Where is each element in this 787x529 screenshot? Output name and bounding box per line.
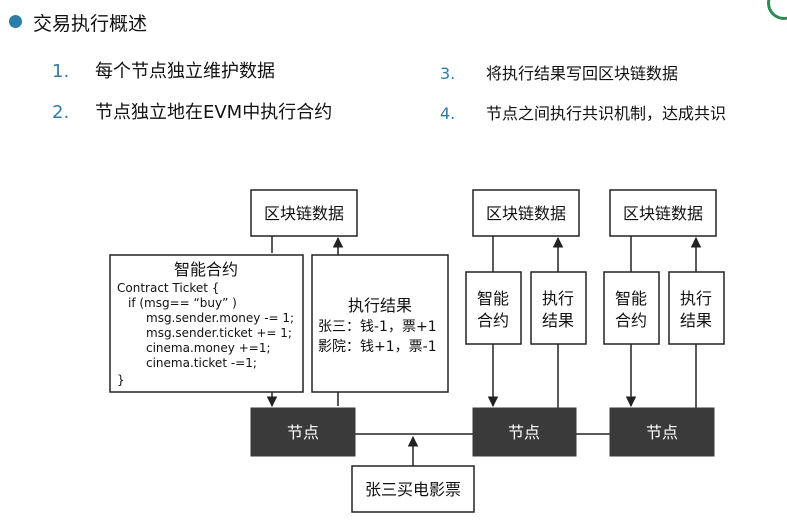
blockchain-data-label: 区块链数据 [264,204,344,223]
code-line: msg.sender.ticket += 1; [146,326,292,340]
node-label: 节点 [508,423,540,442]
node-2: 节点 [472,407,577,457]
result-line: 影院：钱+1，票-1 [318,339,437,355]
execution-result-label: 结果 [542,311,574,330]
smart-contract-label: 合约 [477,311,509,330]
node-1: 节点 [250,407,356,457]
transaction-box: 张三买电影票 [351,465,475,513]
smart-contract-box-2: 智能 合约 [465,271,522,345]
list-item-1: 1. 每个节点独立维护数据 [52,57,275,83]
transaction-label: 张三买电影票 [365,480,461,499]
code-line: if (msg== “buy” ) [128,296,237,310]
blockchain-data-box-2: 区块链数据 [472,189,580,237]
execution-result-box-3: 执行 结果 [668,271,725,345]
execution-result-label: 执行 [680,289,712,308]
code-line: } [117,373,125,387]
page-title: 交易执行概述 [33,13,148,35]
execution-result-box: 执行结果 张三：钱-1，票+1 影院：钱+1，票-1 [311,254,449,393]
execution-result-box-2: 执行 结果 [530,271,587,345]
code-line: cinema.ticket -=1; [146,356,257,370]
blockchain-data-box-3: 区块链数据 [609,189,717,237]
title-bullet [9,15,22,28]
smart-contract-label: 智能 [477,289,509,308]
smart-contract-label: 智能 [615,289,647,308]
node-label: 节点 [287,423,319,442]
list-text: 节点之间执行共识机制，达成共识 [486,104,727,123]
smart-contract-title: 智能合约 [174,260,238,279]
execution-result-label: 结果 [680,311,712,330]
list-text: 每个节点独立维护数据 [95,61,275,82]
result-line: 张三：钱-1，票+1 [318,319,437,335]
list-text: 节点独立地在EVM中执行合约 [95,102,333,123]
list-number: 2. [52,102,70,123]
code-line: Contract Ticket { [117,281,219,295]
node-label: 节点 [646,423,678,442]
blockchain-data-box-1: 区块链数据 [250,189,358,237]
list-number: 3. [440,64,456,83]
execution-result-label: 执行 [542,289,574,308]
execution-result-title: 执行结果 [348,296,412,315]
list-item-2: 2. 节点独立地在EVM中执行合约 [52,98,332,124]
logo-icon [767,0,787,20]
blockchain-data-label: 区块链数据 [623,204,703,223]
list-item-4: 4. 节点之间执行共识机制，达成共识 [440,100,726,124]
smart-contract-label: 合约 [615,311,647,330]
blockchain-data-label: 区块链数据 [486,204,566,223]
smart-contract-box-3: 智能 合约 [603,271,660,345]
code-line: cinema.money +=1; [146,341,271,355]
smart-contract-box: 智能合约 Contract Ticket { if (msg== “buy” )… [109,254,304,393]
list-text: 将执行结果写回区块链数据 [486,64,679,83]
node-3: 节点 [609,407,715,457]
list-item-3: 3. 将执行结果写回区块链数据 [440,60,678,84]
list-number: 1. [52,61,70,82]
code-line: msg.sender.money -= 1; [146,311,294,325]
list-number: 4. [440,104,456,123]
